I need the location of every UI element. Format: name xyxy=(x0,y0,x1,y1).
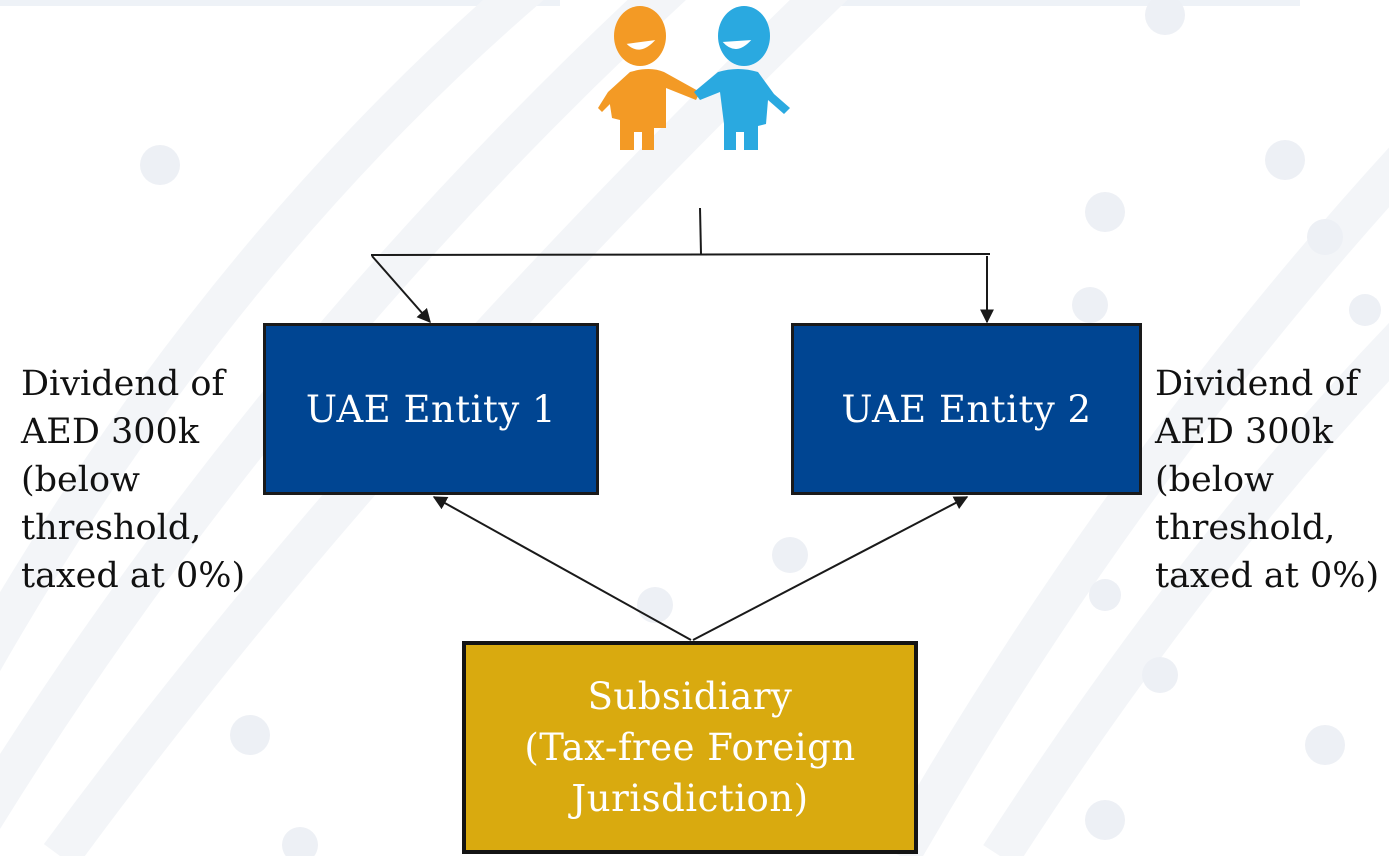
dividend-note-right: Dividend of AED 300k (below threshold, t… xyxy=(1155,360,1389,600)
handshake-people-icon xyxy=(598,6,790,150)
dividend-arrow-entity-2 xyxy=(692,496,969,641)
note-left-line: Dividend of xyxy=(21,364,225,404)
subsidiary-label-line-2: (Tax-free Foreign xyxy=(524,726,856,769)
uae-entity-1-label: UAE Entity 1 xyxy=(305,387,557,431)
note-right-line: taxed at 0%) xyxy=(1155,556,1380,596)
note-right-line: Dividend of xyxy=(1155,364,1359,404)
note-left-line: AED 300k xyxy=(21,412,200,452)
arrow-to-entity-1 xyxy=(371,255,431,324)
note-right-line: (below xyxy=(1155,460,1274,500)
uae-entity-2-box: UAE Entity 2 xyxy=(791,323,1142,495)
person-right-icon xyxy=(694,6,790,150)
dividend-arrow-entity-1 xyxy=(432,496,692,641)
dividend-note-left: Dividend of AED 300k (below threshold, t… xyxy=(21,360,261,600)
note-right-line: AED 300k xyxy=(1155,412,1334,452)
top-horizontal-line xyxy=(370,253,991,256)
subsidiary-label-line-3: Jurisdiction) xyxy=(571,777,809,820)
note-left-line: threshold, xyxy=(21,508,202,548)
note-left-line: taxed at 0%) xyxy=(21,556,246,596)
person-left-icon xyxy=(598,6,700,150)
uae-entity-2-label: UAE Entity 2 xyxy=(841,387,1092,431)
note-right-line: threshold, xyxy=(1155,508,1336,548)
subsidiary-label-line-1: Subsidiary xyxy=(587,675,793,718)
note-left-line: (below xyxy=(21,460,140,500)
subsidiary-box: Subsidiary (Tax-free Foreign Jurisdictio… xyxy=(462,641,918,854)
stem-line xyxy=(699,207,702,255)
uae-entity-1-box: UAE Entity 1 xyxy=(263,323,599,495)
